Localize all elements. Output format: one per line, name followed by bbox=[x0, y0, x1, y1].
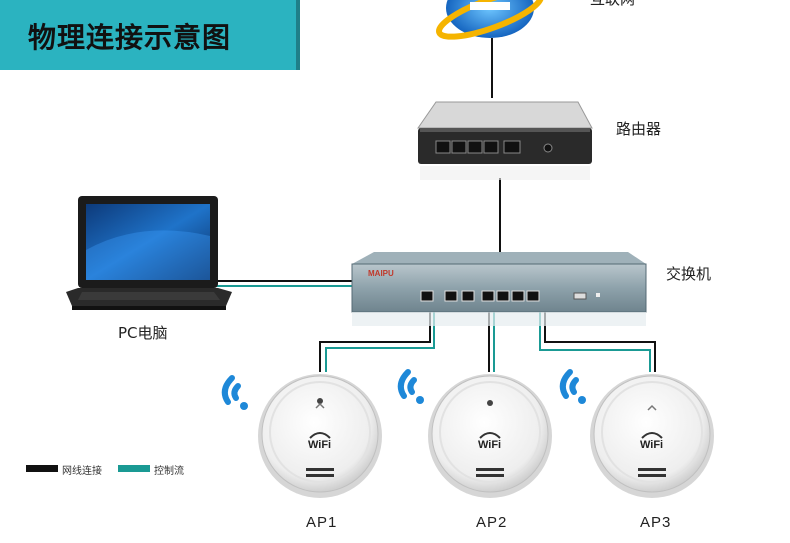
switch-label: 交换机 bbox=[666, 265, 712, 283]
router-device bbox=[417, 101, 593, 180]
ap2-badge: WiFi bbox=[478, 439, 501, 451]
legend-control-swatch bbox=[118, 465, 150, 472]
access-point-ap1 bbox=[258, 374, 382, 498]
internet-label: 互联网 bbox=[590, 0, 635, 9]
ap1-badge: WiFi bbox=[308, 439, 331, 451]
wifi-signal-icon bbox=[559, 369, 586, 404]
access-point-ap2 bbox=[428, 374, 552, 498]
access-point-ap3 bbox=[590, 374, 714, 498]
internet-explorer-icon bbox=[436, 0, 544, 40]
title-banner: 物理连接示意图 bbox=[0, 0, 300, 70]
legend-network-swatch bbox=[26, 465, 58, 472]
ap2-label: AP2 bbox=[476, 514, 508, 531]
page-title: 物理连接示意图 bbox=[28, 21, 232, 54]
router-label: 路由器 bbox=[616, 120, 662, 138]
legend-control-label: 控制流 bbox=[154, 466, 184, 477]
switch-brand-label: MAIPU bbox=[368, 269, 394, 278]
pc-label: PC电脑 bbox=[118, 324, 168, 342]
wifi-signal-icon bbox=[221, 375, 248, 410]
laptop-pc bbox=[66, 196, 232, 310]
switch-device bbox=[351, 252, 647, 326]
ap1-label: AP1 bbox=[306, 514, 338, 531]
ap3-label: AP3 bbox=[640, 514, 672, 531]
ap3-badge: WiFi bbox=[640, 439, 663, 451]
legend-network-label: 网线连接 bbox=[62, 466, 102, 477]
wifi-signal-icon bbox=[397, 369, 424, 404]
